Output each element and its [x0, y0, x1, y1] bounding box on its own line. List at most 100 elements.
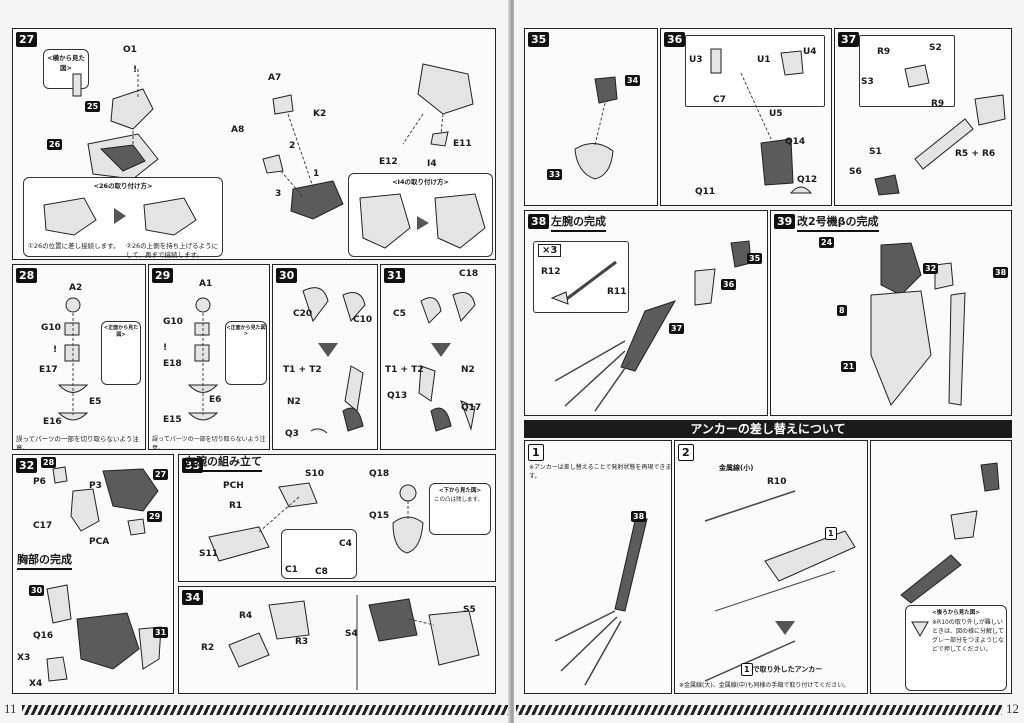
chest-complete-title: 胸部の完成 — [17, 551, 72, 570]
label-26: 26 — [47, 139, 63, 151]
s37-label-S2: S2 — [929, 43, 942, 53]
step-38-number: 38 — [528, 214, 550, 229]
s36-label-C7: C7 — [713, 95, 726, 105]
s39-label-38: 38 — [993, 267, 1009, 279]
label-E11: E11 — [453, 139, 472, 150]
under-view-note: この凸は残します。 — [434, 497, 483, 503]
step-30-number: 30 — [276, 268, 298, 283]
step-35-number: 35 — [528, 32, 550, 47]
s32-label-28-text: 28 — [41, 457, 57, 468]
book-gutter — [508, 0, 516, 723]
s37-label-R9a: R9 — [877, 47, 891, 57]
s38-label-35: 35 — [747, 253, 763, 265]
step-28-number: 28 — [16, 268, 38, 283]
label-A8-text: A8 — [231, 125, 245, 135]
step-39-number: 39 — [774, 214, 796, 229]
attach-26-art — [43, 197, 197, 236]
label-warn-text: ! — [133, 65, 138, 75]
back-view-box: <後ろから見た図> ※R10の取り外しが難しいときは、図の様に分解してグレー部分… — [905, 605, 1007, 691]
label-step3: 3 — [275, 189, 281, 200]
s39-label-21: 21 — [841, 361, 857, 373]
label-K2: K2 — [313, 109, 326, 120]
label-26-text: 26 — [47, 139, 63, 150]
s35-label-34-text: 34 — [625, 75, 641, 86]
s32-label-29-text: 29 — [147, 511, 163, 522]
s38-label-R11: R11 — [607, 287, 627, 297]
label-E11-text: E11 — [453, 139, 472, 149]
step-36-panel: 36 U3 U1 U4 C7 U5 Q14 Q11 Q12 — [660, 28, 832, 206]
step-35-art — [574, 76, 618, 180]
label-step1: 1 — [313, 169, 319, 180]
s28-label-E16: E16 — [43, 417, 62, 427]
right-page: 35 34 33 36 U3 U1 U4 C7 U5 Q14 Q11 Q12 3… — [514, 0, 1024, 723]
anchor-1-panel: 1 ※アンカーは差し替えることで発射状態を再現できます。 38 — [524, 440, 672, 694]
s28-label-warn: ! — [53, 345, 58, 355]
step-32-panel: 32 28 P6 P3 27 C17 29 PCA 胸部の完成 30 Q16 3… — [12, 454, 174, 694]
removed-anchor-ref: 1 — [741, 663, 753, 676]
step-34-panel: 34 R4 R2 R3 S4 S5 — [178, 586, 496, 694]
label-O1: O1 — [123, 45, 137, 56]
back-view-art — [911, 621, 929, 638]
step-38-panel: 38 左腕の完成 ×3 R12 R11 35 36 37 — [524, 210, 768, 416]
step-31-panel: 31 C18 C5 T1 + T2 N2 Q13 Q17 — [380, 264, 496, 450]
s30-label-Q3: Q3 — [285, 429, 299, 439]
step-29-art — [187, 297, 219, 421]
step-37-panel: 37 R9 S2 S3 R9 S1 R5 + R6 S6 — [834, 28, 1012, 206]
step-38-art — [554, 240, 752, 412]
s32c-label-X4: X4 — [29, 679, 43, 689]
step-37-art — [874, 64, 1006, 196]
s37-label-R5R6: R5 + R6 — [955, 149, 996, 159]
s38-label-36-text: 36 — [721, 279, 737, 290]
s31-label-Q13: Q13 — [387, 391, 408, 401]
s39-label-24-text: 24 — [819, 237, 835, 248]
label-A7: A7 — [268, 73, 281, 84]
attach-I4-label: <I4の取り付け方> — [392, 178, 449, 186]
step-30-panel: 30 C20 C10 T1 + T2 N2 Q3 — [272, 264, 378, 450]
step-27-shoulder-art — [72, 69, 159, 180]
left-arm-assembly-title: 左腕の組み立て — [185, 455, 262, 472]
back-view-note: ※R10の取り外しが難しいときは、図の様に分解してグレー部分をつまようじなどで押… — [932, 619, 1005, 653]
s34-label-R4: R4 — [239, 611, 253, 621]
s31-label-N2: N2 — [461, 365, 475, 375]
s37-label-S1: S1 — [869, 147, 882, 157]
s39-label-8: 8 — [837, 305, 847, 317]
step-33-panel: 33 左腕の組み立て S10 PCH R1 S11 C4 C1 C8 Q18 Q… — [178, 454, 496, 582]
step-34-number: 34 — [182, 590, 204, 605]
s30-label-N2: N2 — [287, 397, 301, 407]
s38-label-35-text: 35 — [747, 253, 763, 264]
anchor-3-panel: <後ろから見た図> ※R10の取り外しが難しいときは、図の様に分解してグレー部分… — [870, 440, 1012, 694]
s31-label-T: T1 + T2 — [385, 365, 424, 375]
s36-label-U3: U3 — [689, 55, 703, 65]
s32c-label-Q16: Q16 — [33, 631, 54, 641]
anchor-2-footnote: ※金属線(大)、金属線(中)も同様の手順で取り付けてください。 — [679, 682, 850, 689]
left-page-number: 11 — [4, 701, 17, 716]
right-footer-stripe — [516, 705, 1002, 715]
anchor-1-note: ※アンカーは差し替えることで発射状態を再現できます。 — [529, 464, 672, 480]
s28-label-A2: A2 — [69, 283, 83, 293]
step-31-number: 31 — [384, 268, 406, 283]
times-label: ×3 — [538, 244, 562, 257]
s30-label-C20: C20 — [293, 309, 313, 319]
s30-label-C10: C10 — [353, 315, 373, 325]
label-A8: A8 — [231, 125, 244, 136]
front-view-box-29: <正面から見た図> — [225, 321, 267, 385]
step-36-art — [710, 48, 813, 194]
s33-label-S11: S11 — [199, 549, 219, 559]
s34-label-R3: R3 — [295, 637, 309, 647]
under-view-label: <下から見た図> — [438, 488, 482, 494]
step-28-warning: 誤ってパーツの一部を切り取らないよう注意。 — [16, 435, 139, 450]
step-29-panel: 29 <正面から見た図> A1 G10 ! E18 E6 E15 誤ってパーツの… — [148, 264, 270, 450]
step-27-arm-art — [402, 63, 474, 147]
s29-label-G10: G10 — [163, 317, 183, 327]
left-footer-stripe — [22, 705, 508, 715]
s32c-label-X3: X3 — [17, 653, 31, 663]
s33-label-PCH: PCH — [223, 481, 244, 491]
step-31-art — [418, 292, 476, 432]
anchor-1-number: 1 — [528, 444, 544, 461]
s36-label-Q14: Q14 — [785, 137, 806, 147]
s33-label-S10: S10 — [305, 469, 325, 479]
s39-label-8-text: 8 — [837, 305, 847, 316]
step-35-panel: 35 34 33 — [524, 28, 658, 206]
anchor-3-art — [900, 462, 1000, 604]
